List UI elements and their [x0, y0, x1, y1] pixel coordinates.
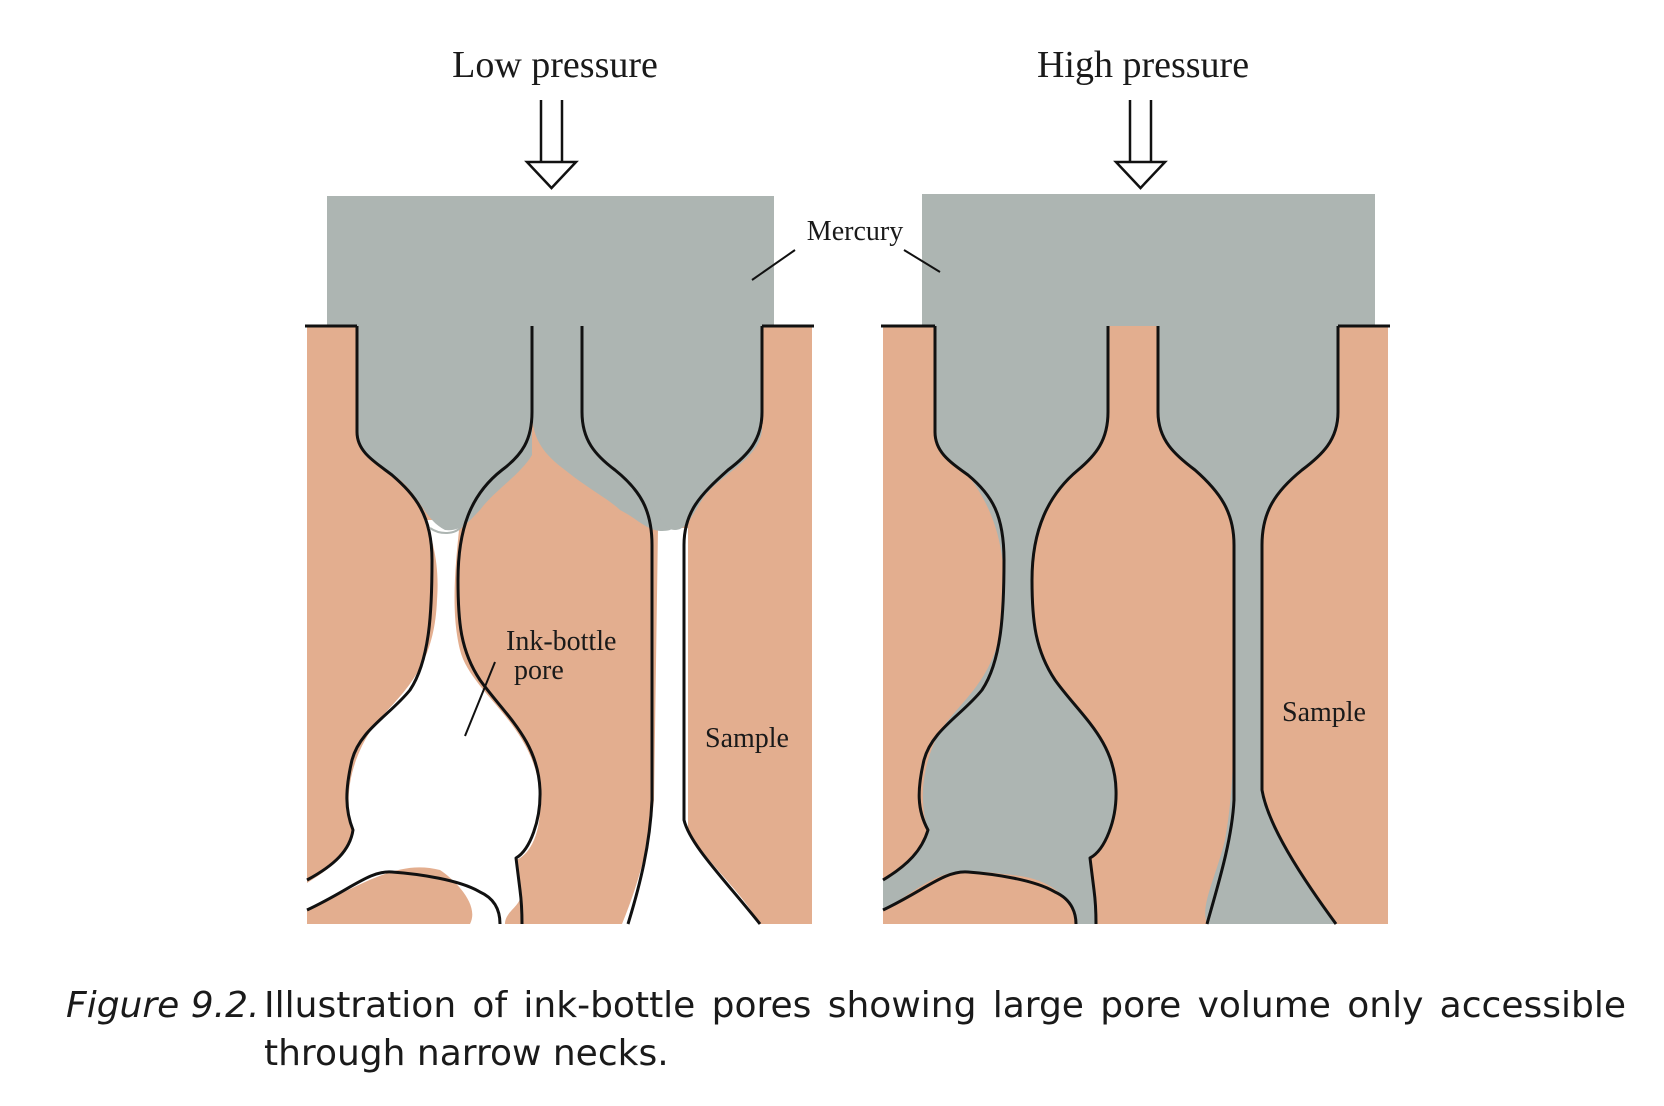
left-pressure-arrow	[524, 100, 579, 190]
figure-number: Figure 9.2.	[66, 985, 260, 1026]
left-pore-a-bottom-branch	[306, 870, 502, 925]
pore-leader	[464, 661, 496, 737]
left-sample-label: Sample	[705, 723, 789, 754]
left-mercury-neck-b	[532, 326, 762, 530]
mercury-leader-right	[903, 249, 941, 273]
left-pore-a-empty	[307, 520, 541, 924]
left-panel	[305, 196, 814, 925]
right-right-solid-wall	[1260, 326, 1340, 925]
left-middle-solid-wall-a	[456, 326, 542, 925]
pore-label-line-2: pore	[514, 655, 564, 686]
left-pore-b-empty	[622, 528, 760, 924]
pore-label-line-1: Ink-bottle	[506, 626, 616, 657]
left-meniscus-a	[429, 525, 463, 534]
mercury-label: Mercury	[807, 216, 903, 247]
left-panel-title: Low pressure	[452, 44, 658, 86]
left-middle-solid-wall-b	[580, 326, 654, 925]
left-pore-a-left-wall	[306, 326, 434, 882]
right-pressure-arrow	[1113, 100, 1168, 190]
right-sample-label: Sample	[1282, 697, 1366, 728]
right-mercury-pore-a	[883, 326, 1117, 924]
left-mercury-reservoir	[327, 196, 774, 326]
right-panel	[881, 194, 1390, 925]
right-middle-solid-wall-a	[1030, 326, 1118, 925]
right-pore-a-left-wall	[882, 326, 1006, 882]
mercury-leader-left	[751, 249, 796, 281]
left-right-solid-wall	[682, 326, 764, 925]
caption-text: Illustration of ink-bottle pores showing…	[264, 985, 1626, 1074]
right-pore-a-bottom-branch	[882, 870, 1078, 925]
right-panel-title: High pressure	[1037, 44, 1249, 86]
figure-caption: Figure 9.2. Illustration of ink-bottle p…	[66, 982, 1626, 1078]
right-mercury-reservoir	[922, 194, 1375, 326]
left-mercury-neck-a	[357, 326, 532, 531]
right-middle-solid-wall-b	[1156, 326, 1236, 925]
